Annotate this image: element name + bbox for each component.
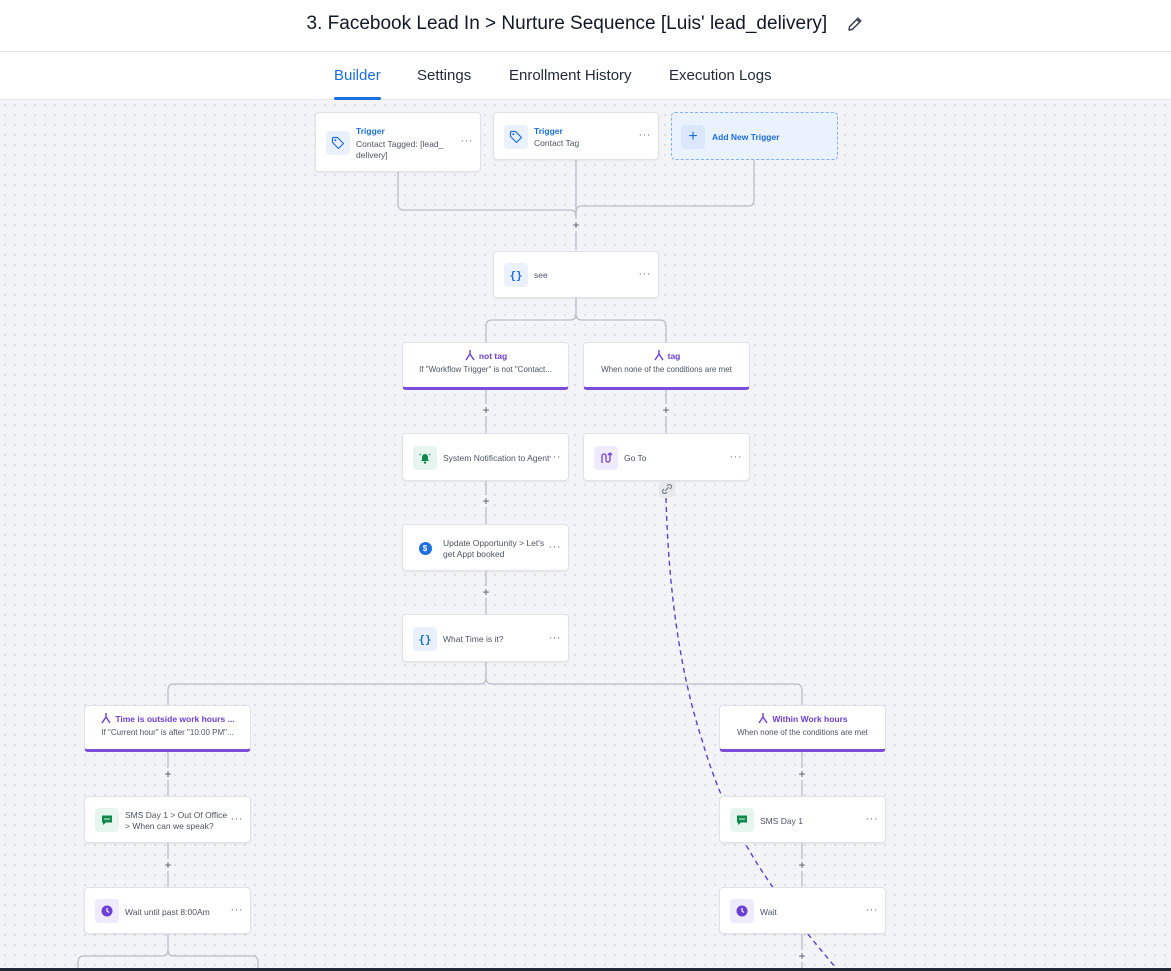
tag-icon	[504, 125, 528, 149]
tab-execution-logs[interactable]: Execution Logs	[669, 67, 772, 84]
code-braces-icon: {}	[504, 263, 528, 287]
connector-lines	[77, 160, 837, 968]
node-menu-icon[interactable]: ···	[865, 813, 878, 825]
branch-card-tag[interactable]: tag When none of the conditions are met	[583, 342, 750, 390]
chat-icon	[95, 808, 119, 832]
branch-icon	[101, 713, 111, 724]
workflow-canvas[interactable]: Trigger Contact Tagged: [lead_ delivery]…	[0, 100, 1171, 968]
branch-title: not tag	[478, 351, 508, 361]
action-card-sms-out-of-office[interactable]: SMS Day 1 > Out Of Office > When can we …	[84, 796, 251, 843]
node-menu-icon[interactable]: ···	[230, 904, 243, 916]
bottom-border	[0, 968, 1171, 971]
unlink-icon[interactable]	[659, 481, 675, 497]
workflow-title-row: 3. Facebook Lead In > Nurture Sequence […	[0, 13, 1171, 35]
add-step-button[interactable]: +	[480, 404, 492, 416]
node-menu-icon[interactable]: ···	[460, 135, 473, 147]
node-menu-icon[interactable]: ···	[638, 129, 651, 141]
node-menu-icon[interactable]: ···	[638, 268, 651, 280]
trigger-title: Trigger	[534, 126, 563, 136]
node-menu-icon[interactable]: ···	[230, 813, 243, 825]
branch-condition: When none of the conditions are met	[737, 728, 868, 737]
trigger-card-contact-tagged[interactable]: Trigger Contact Tagged: [lead_ delivery]…	[315, 112, 481, 172]
node-menu-icon[interactable]: ···	[729, 451, 742, 463]
add-step-button[interactable]: +	[796, 768, 808, 780]
tab-enrollment-history[interactable]: Enrollment History	[509, 67, 632, 84]
trigger-subtitle: Contact Tag	[534, 138, 580, 148]
node-menu-icon[interactable]: ···	[548, 541, 561, 553]
action-card-system-notification[interactable]: System Notification to Agent ···	[402, 433, 569, 481]
workflow-title: 3. Facebook Lead In > Nurture Sequence […	[306, 13, 828, 34]
branch-card-not-tag[interactable]: not tag If "Workflow Trigger" is not "Co…	[402, 342, 569, 390]
edit-pencil-icon[interactable]	[846, 15, 864, 33]
branch-condition: If "Workflow Trigger" is not "Contact...	[419, 365, 552, 374]
action-card-sms-day-1[interactable]: SMS Day 1 ···	[719, 796, 886, 843]
branch-condition: If "Current hour" is after "10:00 PM"...	[101, 728, 234, 737]
add-step-button[interactable]: +	[796, 859, 808, 871]
add-step-button[interactable]: +	[796, 950, 808, 962]
node-menu-icon[interactable]: ···	[548, 451, 561, 463]
branch-icon	[654, 350, 664, 361]
node-menu-icon[interactable]: ···	[865, 904, 878, 916]
add-step-button[interactable]: +	[570, 219, 582, 231]
branch-condition: When none of the conditions are met	[601, 365, 732, 374]
add-new-trigger-button[interactable]: + Add New Trigger	[671, 112, 838, 160]
trigger-card-contact-tag[interactable]: Trigger Contact Tag ···	[493, 112, 659, 160]
code-braces-icon: {}	[413, 627, 437, 651]
dollar-icon: $	[413, 536, 437, 560]
branch-title: Within Work hours	[772, 714, 848, 724]
tag-icon	[326, 131, 350, 155]
branch-title: Time is outside work hours ...	[115, 714, 235, 724]
branch-title: tag	[667, 351, 681, 361]
action-card-wait[interactable]: Wait ···	[719, 887, 886, 934]
tab-builder[interactable]: Builder	[334, 67, 381, 84]
node-label: SMS Day 1 > Out Of Office > When can we …	[125, 810, 228, 831]
action-card-go-to[interactable]: Go To ···	[583, 433, 750, 481]
tab-bar: Builder Settings Enrollment History Exec…	[0, 52, 1171, 100]
node-label: see	[534, 270, 548, 280]
add-new-trigger-label: Add New Trigger	[712, 132, 780, 142]
node-label: System Notification to Agent	[443, 453, 550, 463]
branch-icon	[758, 713, 768, 724]
bell-icon	[413, 446, 437, 470]
goto-icon	[594, 446, 618, 470]
add-step-button[interactable]: +	[480, 586, 492, 598]
trigger-title: Trigger	[356, 126, 385, 136]
node-menu-icon[interactable]: ···	[548, 632, 561, 644]
clock-icon	[730, 899, 754, 923]
add-step-button[interactable]: +	[660, 404, 672, 416]
trigger-subtitle: Contact Tagged: [lead_ delivery]	[356, 139, 444, 160]
action-card-wait-until[interactable]: Wait until past 8:00Am ···	[84, 887, 251, 934]
branch-icon	[465, 350, 475, 361]
node-label: SMS Day 1	[760, 816, 803, 826]
action-card-update-opportunity[interactable]: $ Update Opportunity > Let's get Appt bo…	[402, 524, 569, 571]
action-card-see[interactable]: {} see ···	[493, 251, 659, 298]
chat-icon	[730, 808, 754, 832]
node-label: Go To	[624, 453, 647, 463]
node-label: Update Opportunity > Let's get Appt book…	[443, 538, 545, 559]
add-step-button[interactable]: +	[162, 859, 174, 871]
clock-icon	[95, 899, 119, 923]
tab-settings[interactable]: Settings	[417, 67, 472, 84]
branch-card-within-work-hours[interactable]: Within Work hours When none of the condi…	[719, 705, 886, 752]
node-label: Wait until past 8:00Am	[125, 907, 210, 917]
active-tab-indicator	[334, 97, 381, 100]
action-card-what-time[interactable]: {} What Time is it? ···	[402, 614, 569, 662]
add-step-button[interactable]: +	[480, 495, 492, 507]
add-step-button[interactable]: +	[162, 768, 174, 780]
node-label: Wait	[760, 907, 777, 917]
node-label: What Time is it?	[443, 634, 504, 644]
plus-icon: +	[681, 125, 705, 149]
workflow-header: 3. Facebook Lead In > Nurture Sequence […	[0, 0, 1171, 52]
branch-card-outside-work-hours[interactable]: Time is outside work hours ... If "Curre…	[84, 705, 251, 752]
